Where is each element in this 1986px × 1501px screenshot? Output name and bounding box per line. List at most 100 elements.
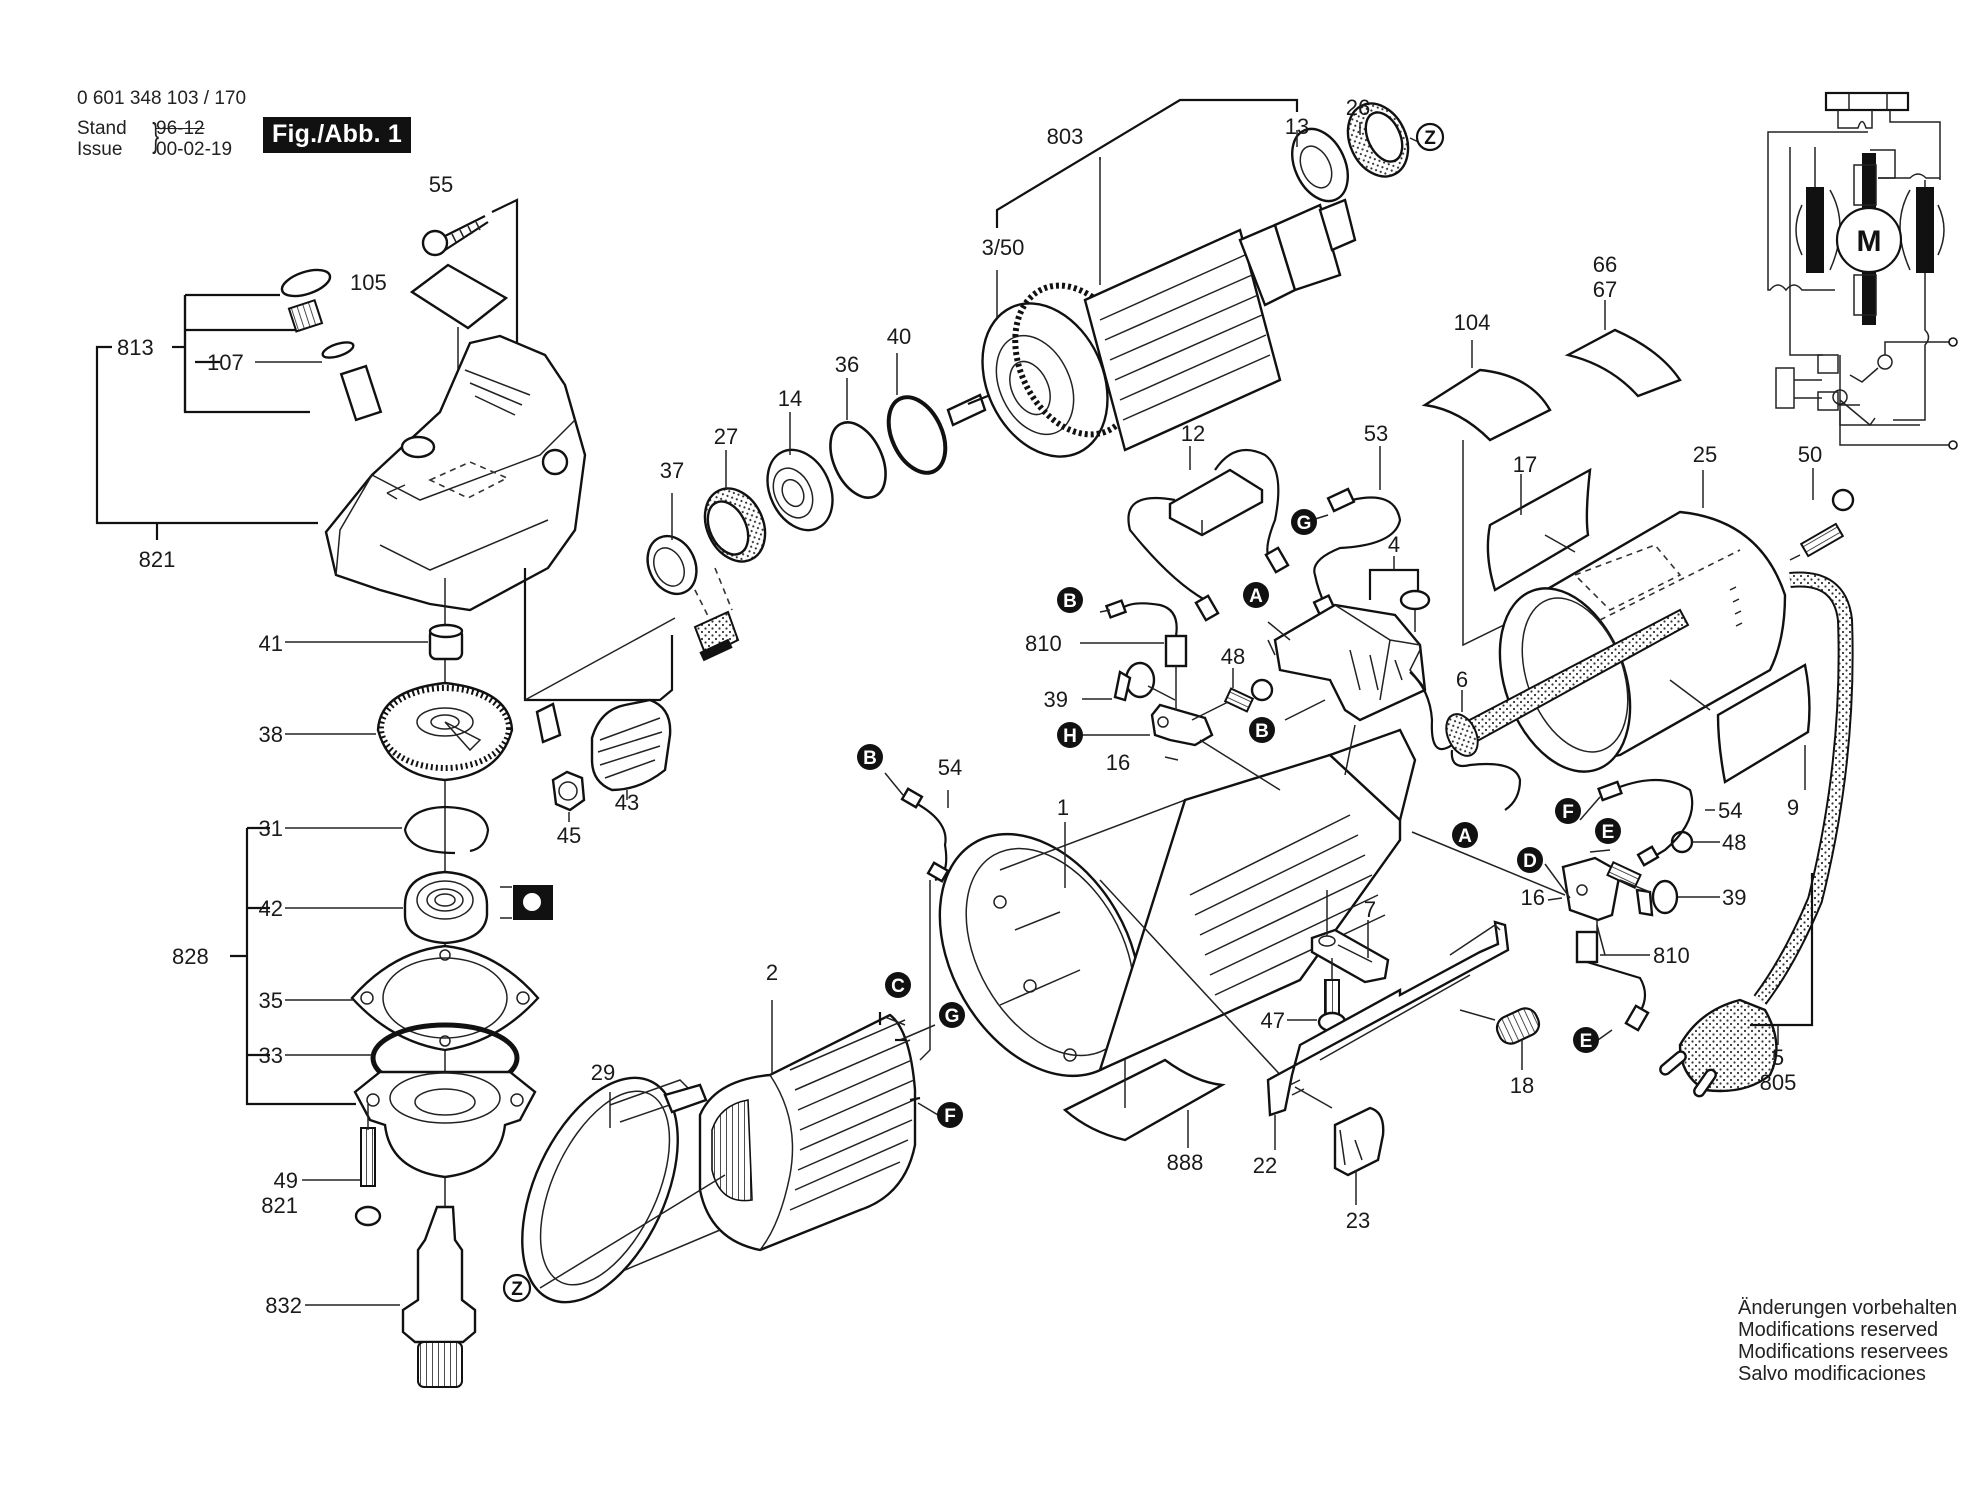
label-48-left: 48: [1221, 644, 1245, 669]
carbon-brush-810-right: [1575, 930, 1599, 964]
label-43: 43: [615, 790, 639, 815]
label-27: 27: [714, 424, 738, 449]
key: [535, 702, 562, 744]
svg-text:E: E: [1602, 822, 1615, 843]
brush-holder-left: [1104, 599, 1274, 747]
svg-text:A: A: [1458, 826, 1472, 847]
part-number: 0 601 348 103 / 170: [77, 88, 247, 109]
circlip-40: [886, 395, 948, 475]
circlip-31: [403, 805, 490, 855]
svg-text:E: E: [1580, 1031, 1593, 1052]
ring-36: [829, 421, 887, 499]
label-821-top: 821: [139, 547, 176, 572]
screw-49: [354, 1104, 382, 1227]
label-1: 1: [1057, 795, 1069, 820]
switch-4: [1273, 556, 1431, 722]
switch-knob-23: [1333, 1106, 1385, 1205]
label-41: 41: [259, 631, 283, 656]
label-54-right: 54: [1718, 798, 1742, 823]
label-66-67: [1564, 328, 1682, 398]
marker-b-stator-wire: B: [857, 744, 883, 770]
svg-text:Z: Z: [1424, 128, 1436, 149]
svg-text:B: B: [863, 748, 877, 769]
svg-text:B: B: [1255, 721, 1269, 742]
label-31: 31: [259, 816, 283, 841]
switch-rod-22: [1266, 920, 1510, 1150]
damping-ring-26: [1346, 102, 1410, 178]
label-7: 7: [1364, 897, 1376, 922]
marker-e-top: E: [1595, 818, 1621, 844]
label-888: 888: [1167, 1150, 1204, 1175]
needle-sleeve-27: [703, 487, 767, 563]
spindle-832: [401, 1205, 477, 1388]
label-25: 25: [1693, 442, 1717, 467]
label-803: 803: [1047, 124, 1084, 149]
marker-b-brush: B: [1057, 587, 1083, 613]
label-23: 23: [1346, 1208, 1370, 1233]
marker-h: H: [1057, 722, 1083, 748]
label-16-right: 16: [1521, 885, 1545, 910]
svg-text:F: F: [944, 1106, 956, 1127]
label-39-right: 39: [1722, 885, 1746, 910]
marker-c: C: [885, 972, 911, 998]
svg-text:F: F: [1562, 802, 1574, 823]
part-labels: 55 105 813 107 821 41 38 31 42 828 35 33…: [117, 95, 1822, 1318]
label-4: 4: [1388, 532, 1400, 557]
clamp-7: [1310, 890, 1390, 984]
marker-b-switch: B: [1249, 717, 1275, 743]
marker-a-switch: A: [1243, 582, 1269, 608]
label-9: [1716, 663, 1811, 784]
label-832: 832: [265, 1293, 302, 1318]
label-12: 12: [1181, 421, 1205, 446]
bearing-tool-icon: [500, 885, 553, 920]
label-13: 13: [1285, 114, 1309, 139]
label-38: 38: [259, 722, 283, 747]
label-plate-105: [409, 263, 509, 330]
carbon-brush-810-left: [1164, 634, 1188, 668]
motor-housing-1: [938, 728, 1417, 1078]
label-42: 42: [259, 896, 283, 921]
label-9: 9: [1787, 795, 1799, 820]
stand-date-struck: 96-12: [156, 118, 205, 139]
label-66: 66: [1593, 252, 1617, 277]
label-828: 828: [172, 944, 209, 969]
pinion-43: [590, 698, 672, 792]
seal-37: [646, 534, 698, 596]
marker-z-bottom: Z: [502, 1273, 532, 1303]
label-39-left: 39: [1044, 687, 1068, 712]
brace: }: [152, 117, 160, 155]
label-813: 813: [117, 335, 154, 360]
armature-row: [646, 98, 1426, 596]
marker-g-switch: G: [1291, 509, 1317, 535]
connector-markers: A A B B B C D E E F F G G H Z Z: [502, 122, 1621, 1303]
label-29: 29: [591, 1060, 615, 1085]
label-26: 26: [1346, 95, 1370, 120]
air-guide-29: [521, 1076, 708, 1304]
marker-e-bottom: E: [1573, 1027, 1599, 1053]
power-cord-5: [1659, 571, 1854, 1098]
note-en: Modifications reserved: [1738, 1319, 1939, 1341]
label-5: 5: [1772, 1045, 1784, 1070]
spring-18: [1459, 1007, 1541, 1070]
label-18: 18: [1510, 1073, 1534, 1098]
pinion-group: [523, 567, 740, 822]
label-37: 37: [660, 458, 684, 483]
button-cap: [280, 268, 332, 298]
marker-g-stator: G: [939, 1002, 965, 1028]
label-53: 53: [1364, 421, 1388, 446]
marker-d: D: [1517, 847, 1543, 873]
label-888: [1062, 1058, 1226, 1142]
spring-small: [287, 299, 324, 333]
label-55: 55: [429, 172, 453, 197]
svg-text:D: D: [1523, 851, 1537, 872]
screw-50: [1789, 468, 1855, 561]
label-45: 45: [557, 823, 581, 848]
stand-label: Stand: [77, 118, 127, 139]
note-de: Änderungen vorbehalten: [1738, 1297, 1958, 1319]
marker-f-stator: F: [937, 1102, 963, 1128]
ball-bearing-14: [766, 448, 834, 532]
svg-text:C: C: [891, 976, 905, 997]
label-67: 67: [1593, 277, 1617, 302]
svg-text:B: B: [1063, 591, 1077, 612]
motor-symbol: M: [1857, 225, 1882, 258]
